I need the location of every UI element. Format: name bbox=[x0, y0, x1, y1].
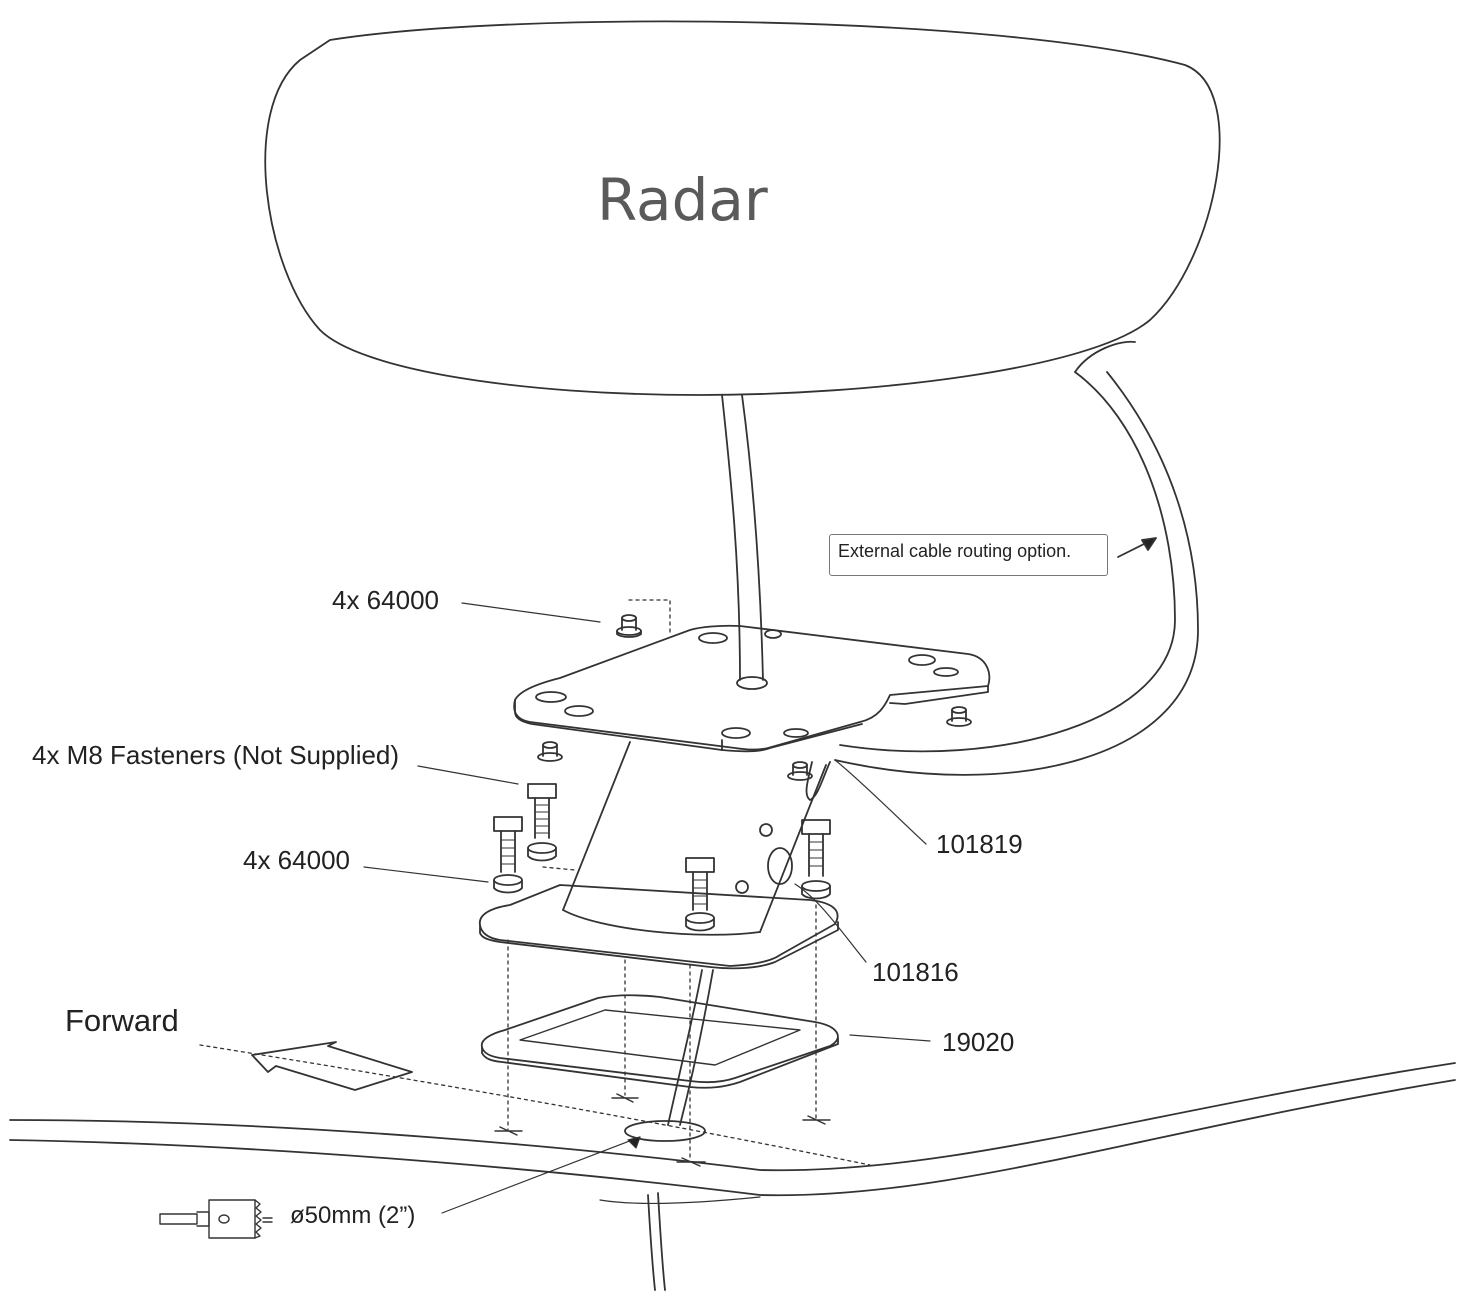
fasteners-label: 4x M8 Fasteners (Not Supplied) bbox=[32, 740, 400, 770]
washer bbox=[946, 706, 972, 727]
forward-arrow bbox=[251, 1041, 413, 1091]
hole-size-label: ø50mm (2”) bbox=[290, 1202, 416, 1229]
cable-hole bbox=[624, 1120, 706, 1142]
part-19020-label: 19020 bbox=[942, 1027, 1015, 1057]
washer bbox=[537, 741, 563, 762]
internal-cable bbox=[721, 394, 741, 681]
bolt bbox=[493, 816, 523, 894]
callout-box bbox=[829, 534, 1108, 576]
base-plate bbox=[478, 884, 839, 967]
gasket bbox=[480, 994, 839, 1084]
washer bbox=[616, 614, 642, 638]
radar-title: Radar bbox=[597, 166, 768, 234]
top-plate bbox=[513, 624, 991, 751]
part-101819-label: 101819 bbox=[936, 829, 1023, 859]
pedestal-body bbox=[562, 741, 631, 911]
deck-surface bbox=[9, 1062, 1456, 1172]
forward-label: Forward bbox=[65, 1003, 179, 1038]
bolt bbox=[685, 857, 715, 932]
washers-bottom-label: 4x 64000 bbox=[243, 845, 350, 875]
hole-saw-icon bbox=[159, 1199, 273, 1239]
callout-text: External cable routing option. bbox=[838, 541, 1072, 561]
washer bbox=[787, 761, 813, 781]
external-cable bbox=[1074, 340, 1136, 373]
bolt bbox=[801, 819, 831, 900]
radar-dome bbox=[264, 20, 1221, 396]
washers-top-label: 4x 64000 bbox=[332, 585, 439, 615]
part-101816-label: 101816 bbox=[872, 957, 959, 987]
bolt bbox=[527, 783, 557, 862]
